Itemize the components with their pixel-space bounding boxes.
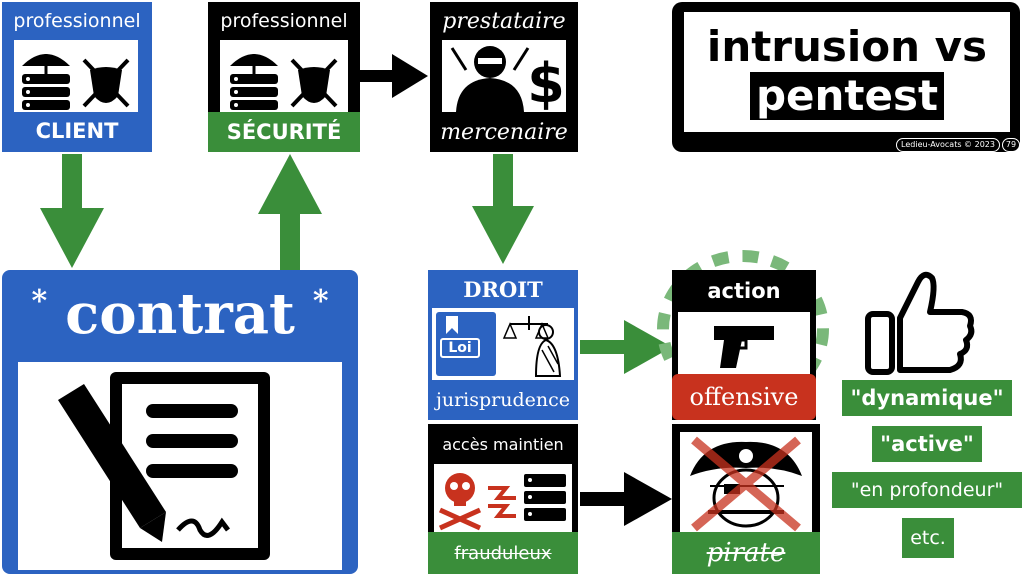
title-line-2: pentest xyxy=(684,72,1010,120)
law-book-icon: Loi xyxy=(436,312,496,376)
pirate-icon-panel xyxy=(680,432,812,532)
access-bottom-text: frauduleux xyxy=(454,542,552,564)
security-top-label: professionnel xyxy=(220,10,348,32)
client-icon-panel xyxy=(14,40,138,112)
down-arrow xyxy=(472,154,534,264)
right-arrow xyxy=(580,320,672,374)
skull-server-icon xyxy=(438,473,566,531)
access-icon-panel xyxy=(434,464,572,532)
contract-star-left: * xyxy=(31,284,48,319)
right-arrow xyxy=(580,472,672,526)
action-top-label: action xyxy=(707,279,781,303)
up-arrow xyxy=(258,154,322,270)
bookmark-icon xyxy=(446,316,458,334)
thumbs-up-icon xyxy=(865,271,975,375)
server-umbrella-swords-icon xyxy=(230,54,338,110)
right-arrow xyxy=(360,54,428,98)
qualities-list: "dynamique" "active" "en profondeur" etc… xyxy=(830,380,1024,576)
quality-item: "active" xyxy=(872,426,982,462)
justice-statue-icon xyxy=(502,316,562,377)
contract-title: contrat xyxy=(65,281,295,347)
action-icon-panel xyxy=(678,312,810,374)
down-arrow xyxy=(40,154,104,268)
quality-item: "dynamique" xyxy=(842,380,1012,416)
quality-item: "en profondeur" xyxy=(832,472,1022,508)
server-umbrella-swords-icon xyxy=(22,54,130,110)
security-icon-panel xyxy=(220,40,348,112)
page-number: 79 xyxy=(1002,138,1020,152)
svg-text:$: $ xyxy=(527,52,565,112)
provider-bottom-label: mercenaire xyxy=(440,119,568,145)
pirate-bottom-text: pirate xyxy=(706,538,786,568)
provider-icon-panel: $ xyxy=(442,40,566,112)
client-top-label: professionnel xyxy=(13,10,141,32)
quality-item: etc. xyxy=(902,518,954,558)
law-book-label: Loi xyxy=(440,338,480,358)
contract-label: * contrat * xyxy=(2,270,358,358)
security-bottom-label: SÉCURITÉ xyxy=(208,112,360,152)
pistol-icon xyxy=(714,326,774,368)
pirate-bottom-label: pirate xyxy=(672,532,820,574)
ninja-dollar-icon: $ xyxy=(450,46,565,112)
contract-star-right: * xyxy=(312,284,329,319)
title-line-2-text: pentest xyxy=(749,72,945,120)
title-line-1: intrusion vs xyxy=(706,22,988,71)
pirate-icon xyxy=(690,436,802,532)
law-top-label: DROIT xyxy=(463,276,543,302)
access-bottom-label: frauduleux xyxy=(428,532,578,574)
provider-top-label: prestataire xyxy=(442,8,566,34)
action-bottom-label: offensive xyxy=(672,374,816,420)
access-top-label: accès maintien xyxy=(442,434,564,454)
contract-signing-icon xyxy=(58,372,270,560)
contract-icon-panel xyxy=(18,362,342,570)
law-bottom-label: jurisprudence xyxy=(435,389,571,411)
footer-credit: Ledieu-Avocats © 2023 xyxy=(896,138,1000,152)
client-bottom-label: CLIENT xyxy=(35,119,119,143)
